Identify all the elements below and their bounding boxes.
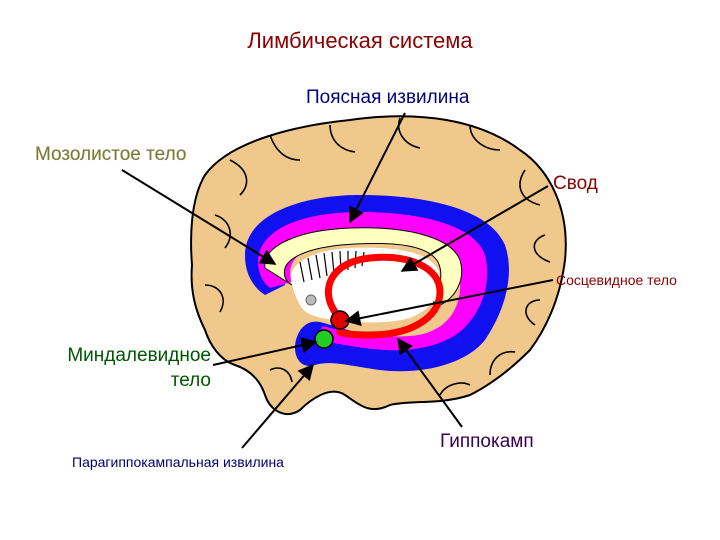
pointer-arrows: [121, 112, 554, 449]
fornix-arc: [324, 253, 444, 339]
label-mammillary-body: Сосцевидное тело: [556, 272, 677, 288]
label-parahippocampal-gyrus: Парагиппокампальная извилина: [72, 454, 284, 470]
arrow-mammillary: [344, 279, 554, 327]
label-corpus-callosum: Мозолистое тело: [35, 144, 187, 165]
label-hippocampus: Гиппокамп: [440, 431, 534, 452]
gyri-lines: [204, 117, 551, 396]
arrow-hippocampus: [397, 337, 463, 428]
label-amygdala: Миндалевидное тело: [36, 343, 211, 393]
arrow-corpus-callosum: [121, 169, 277, 265]
label-cingulate-gyrus: Поясная извилина: [306, 87, 470, 108]
gray-dot: [305, 294, 317, 306]
label-fornix: Свод: [553, 173, 598, 194]
arrow-fornix: [400, 185, 549, 272]
label-amygdala-line1: Миндалевидное: [67, 345, 211, 366]
amygdala-dot: [314, 329, 334, 349]
arrow-parahippocampal: [241, 363, 315, 449]
arrow-amygdala: [212, 337, 318, 366]
arrow-cingulate: [349, 112, 406, 224]
label-amygdala-line2: тело: [170, 370, 211, 391]
diagram-title: Лимбическая система: [247, 28, 473, 53]
